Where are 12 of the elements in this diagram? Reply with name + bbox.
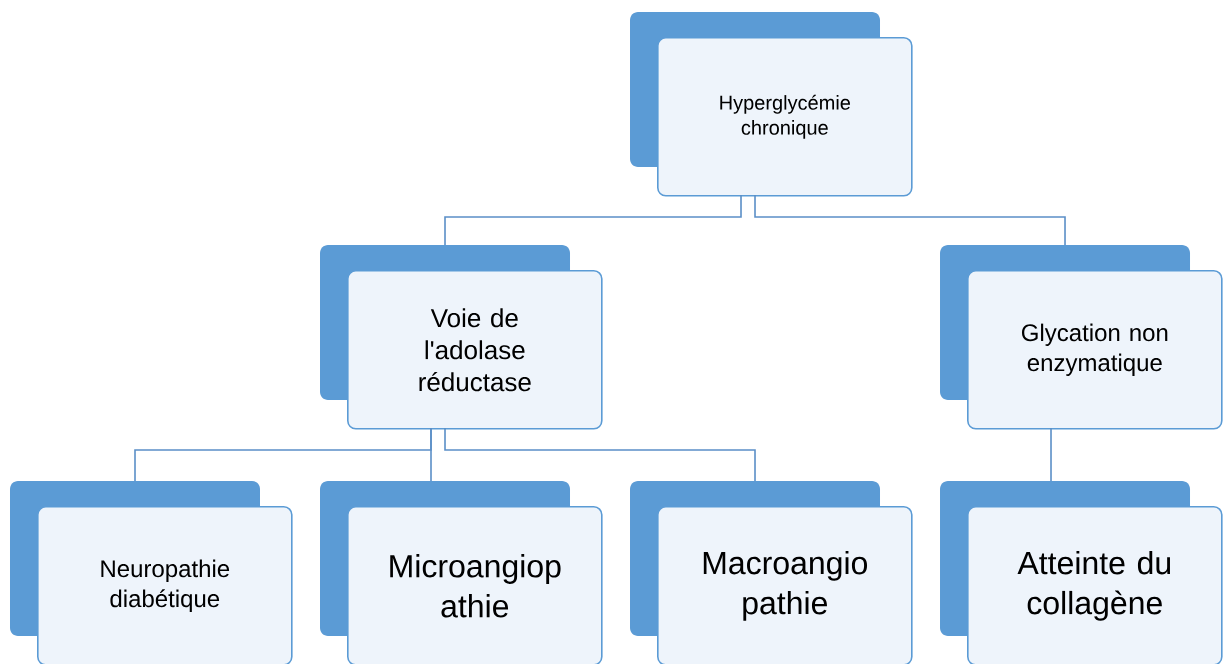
process-box: Macroangio pathie <box>630 481 913 664</box>
process-box: Glycation non enzymatique <box>940 245 1223 430</box>
connector-line <box>430 427 432 482</box>
connector-line <box>754 194 1066 246</box>
process-box: Neuropathie diabétique <box>10 481 293 664</box>
connector-line <box>444 427 756 482</box>
process-box: Hyperglycémie chronique <box>630 12 913 197</box>
process-box: Atteinte du collagène <box>940 481 1223 664</box>
process-box: Microangiop athie <box>320 481 603 664</box>
connector-line <box>1050 427 1052 482</box>
connector-line <box>444 194 742 246</box>
process-box: Voie de l'adolase réductase <box>320 245 603 430</box>
